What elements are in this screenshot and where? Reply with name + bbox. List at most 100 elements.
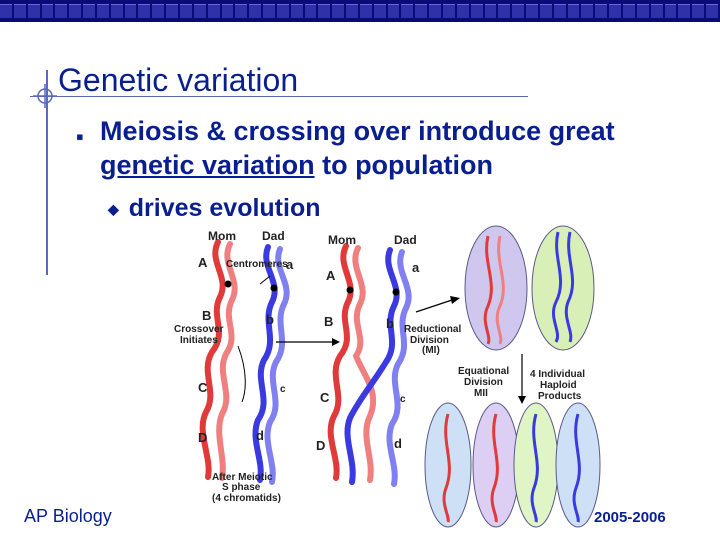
title-bar-cell — [470, 4, 483, 18]
title-bar-cell — [179, 4, 192, 18]
label-after-1: After Meiotic — [212, 472, 273, 483]
allele-a-mid: a — [412, 260, 420, 275]
title-bar-cell — [443, 4, 455, 18]
title-bar-cell — [96, 4, 109, 18]
allele-B-left: B — [202, 308, 211, 323]
allele-c-mid: c — [400, 394, 406, 405]
title-bar-cell — [83, 4, 95, 18]
centromere-mid-right — [392, 288, 400, 296]
title-bar-cell — [415, 4, 428, 18]
bullet-text-part2: to population — [314, 150, 494, 180]
title-bar-cell — [567, 4, 580, 18]
title-bar-cell — [166, 4, 178, 18]
label-reductional-2: Division — [410, 335, 449, 346]
label-mom-left: Mom — [208, 229, 236, 243]
allele-A-mid: A — [326, 268, 336, 283]
chromatid-dad-1 — [252, 244, 278, 483]
title-bar-cell — [346, 4, 358, 18]
footer-course: AP Biology — [24, 506, 112, 526]
arrowhead-crossover — [332, 338, 340, 346]
bullet-evolution-text: drives evolution — [128, 194, 321, 222]
allele-D-mid: D — [316, 438, 325, 453]
title-bar-cell — [553, 4, 566, 18]
label-reductional-1: Reductional — [404, 324, 461, 335]
title-bar-cell — [318, 4, 331, 18]
label-initiates: Initiates — [180, 335, 218, 346]
allele-b-mid: b — [386, 316, 394, 331]
label-products-2: Haploid — [540, 380, 577, 391]
bullet-text-part1: Meiosis & crossing over introduce great — [100, 116, 615, 146]
title-bar-cell — [0, 4, 12, 18]
title-bar-cell — [359, 4, 372, 18]
centromere-left — [224, 280, 232, 288]
label-equational-3: MII — [474, 388, 488, 399]
title-bar-cell — [706, 4, 718, 18]
title-bar-cell — [401, 4, 414, 18]
title-bar-cell — [249, 4, 262, 18]
label-centromeres: Centromeres — [226, 259, 288, 270]
allele-d-left: d — [256, 428, 264, 443]
title-bar-cell — [69, 4, 82, 18]
footer-year: 2005-2006 — [594, 509, 666, 526]
label-crossover: Crossover — [174, 324, 224, 335]
title-bar-cell — [221, 4, 234, 18]
title-bar-cell — [636, 4, 649, 18]
product-chromatid-2 — [490, 413, 499, 523]
allele-C-left: C — [198, 380, 208, 395]
title-bar-cell — [512, 4, 525, 18]
label-equational-2: Division — [464, 377, 503, 388]
allele-A-left: A — [198, 255, 208, 270]
chromatid-mid-1 — [327, 243, 354, 481]
title-bar-cell — [664, 4, 677, 18]
arrow-s-phase — [237, 345, 246, 403]
chromatid-dad-2 — [264, 246, 290, 485]
label-reductional-3: (MI) — [422, 345, 440, 356]
title-bar-cell — [138, 4, 151, 18]
label-dad-left: Dad — [262, 229, 285, 243]
title-bar-cell — [235, 4, 248, 18]
title-bar-pattern — [0, 4, 720, 18]
cell-oval-1 — [464, 225, 528, 351]
diamond-bullet-icon: ◆ — [108, 200, 119, 217]
label-mom-mid: Mom — [328, 233, 356, 247]
title-bar-cell — [387, 4, 400, 18]
title-bar-cell — [650, 4, 663, 18]
title-bar-cell — [193, 4, 206, 18]
title-bar-cell — [595, 4, 608, 18]
label-equational-1: Equational — [458, 366, 509, 377]
title-bar-cell — [526, 4, 538, 18]
title-bar-cell — [498, 4, 511, 18]
allele-C-mid: C — [320, 390, 330, 405]
bullet-evolution: ◆ drives evolution — [108, 194, 321, 223]
title-bar-cell — [609, 4, 621, 18]
allele-c-left: c — [280, 384, 286, 395]
title-bar-cell — [55, 4, 68, 18]
horizontal-rule — [30, 96, 528, 97]
title-bar-cell — [332, 4, 345, 18]
label-after-2: S phase — [222, 482, 261, 493]
chromatid-mid-2 — [352, 245, 377, 483]
product-chromatid-3 — [530, 413, 539, 523]
title-bar-cell — [13, 4, 26, 18]
title-bar-cell — [622, 4, 635, 18]
chromatid-mom-1 — [199, 239, 226, 480]
haploid-chromatid-1 — [483, 235, 493, 345]
chromatid-mom-2 — [216, 241, 238, 481]
arrowhead-equational — [518, 396, 526, 404]
title-bar-cell — [484, 4, 497, 18]
bullet-meiosis-text: Meiosis & crossing over introduce great … — [100, 114, 700, 182]
title-bar-cell — [456, 4, 469, 18]
crossing-over-diagram: Mom Dad Mom Dad Centromeres Crossover In… — [174, 225, 601, 528]
product-chromatid-4 — [572, 413, 581, 523]
title-bar-cell — [41, 4, 54, 18]
centromere-right — [270, 284, 278, 292]
title-bar-cell — [539, 4, 552, 18]
allele-a-left: a — [286, 257, 294, 272]
label-dad-mid: Dad — [394, 233, 417, 247]
vertical-rule — [46, 70, 48, 275]
haploid-chromatid-2 — [495, 235, 505, 345]
allele-b-left: b — [266, 312, 274, 327]
slide-title: Genetic variation — [58, 62, 299, 98]
allele-B-mid: B — [324, 314, 333, 329]
allele-d-mid: d — [394, 436, 402, 451]
